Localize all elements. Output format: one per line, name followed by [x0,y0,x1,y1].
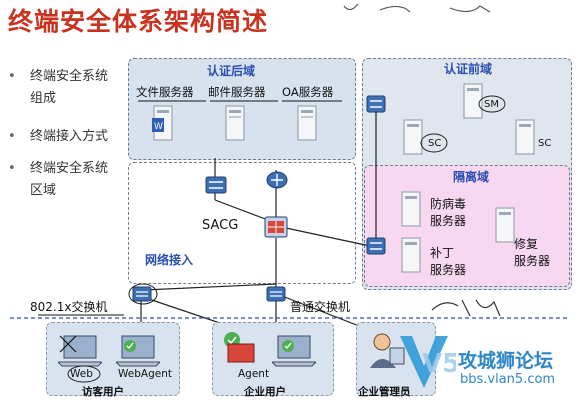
web-label: Web [70,368,93,380]
agent-label: Agent [238,368,270,380]
sm-circle [478,95,506,113]
handwriting-mark [431,299,501,317]
bullet-text: 终端接入方式 [30,129,109,144]
webagent-laptop-icon [116,335,160,367]
patch-server-icon [401,237,421,273]
patch-label: 补丁 [430,246,455,260]
bullet-text: 终端安全系统 [30,69,109,84]
svg-text:W: W [154,122,163,132]
8021x-underline [38,314,124,316]
v5-logo-icon: V5 [400,336,456,388]
isolation-zone-label: 隔离域 [453,170,490,184]
repair-server-icon [495,207,515,243]
handwriting-scribble [343,3,491,13]
auth-back-zone-label: 认证后域 [207,64,256,78]
normal-switch-label: 普通交换机 [290,300,351,314]
sc-circle [420,133,448,153]
enterprise-laptop-icon [272,335,316,367]
enterprise-user-label: 企业用户 [244,386,286,398]
sacg-label: SACG [202,218,239,233]
admin-label: 企业管理员 [358,386,411,398]
file-server-icon: W [152,105,173,141]
antivirus-label: 服务器 [430,214,467,228]
sc-label: SC [538,138,552,149]
network-access-zone-label: 网络接入 [145,253,194,267]
isolation-zone [364,165,570,287]
8021x-switch-label: 802.1x交换机 [30,300,108,314]
page-title: 终端安全体系架构简述 [8,7,269,36]
mail-server-label: 邮件服务器 [208,85,266,99]
sc-server-icon [403,119,423,155]
file-server-label: 文件服务器 [136,85,194,99]
sm-label: SM [484,99,499,110]
web-laptop-icon [58,335,102,367]
network-access-zone [128,162,356,284]
svg-text:V5: V5 [422,349,456,379]
watermark-url: bbs.vlan5.com [460,372,556,387]
guest-user-label: 访客用户 [82,386,124,398]
router-icon [266,171,288,189]
auth-front-zone-label: 认证前域 [444,62,493,76]
auth-front-switch-icon [366,95,386,113]
admin-person-icon [370,333,405,368]
web-circle [67,365,101,383]
normal-switch-icon [266,286,286,302]
sc-label: SC [428,138,442,149]
repair-label: 修复 [514,237,539,251]
core-switch-icon [205,176,227,194]
sacg-firewall-icon [264,216,288,238]
8021x-switch-icon [132,286,152,302]
sm-server-icon [463,83,483,119]
repair-label: 服务器 [514,254,551,268]
antivirus-label: 防病毒 [430,197,467,211]
bullet-text: 区域 [30,183,57,198]
bullet-text: 组成 [30,91,57,106]
watermark-name: 攻城狮论坛 [458,350,554,372]
patch-label: 服务器 [430,263,467,277]
oa-server-icon [297,105,317,141]
webagent-label: WebAgent [118,368,172,380]
8021x-switch-circle [128,283,158,305]
bullet-text: 终端安全系统 [30,161,109,176]
bullet-dot-icon: • [8,69,16,84]
bullet-dot-icon: • [8,129,16,144]
mail-server-icon [225,105,245,141]
guest-user-zone [46,322,180,396]
bullet-dot-icon: • [8,161,16,176]
sc-server-icon [515,119,535,155]
agent-pc-icon [224,332,255,363]
antivirus-server-icon [401,191,421,227]
oa-server-label: OA服务器 [282,85,334,99]
isolation-switch-icon [366,237,386,255]
